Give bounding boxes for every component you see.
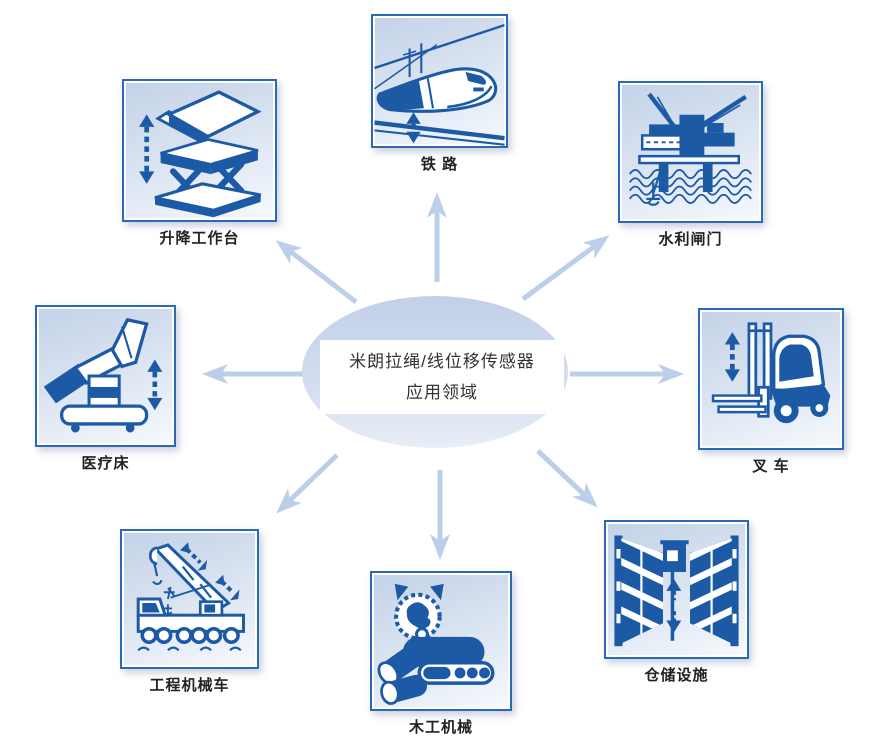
node-forklift: 叉 车 — [698, 308, 844, 476]
warehouse-image-box — [604, 520, 749, 659]
node-medical-bed: 医疗床 — [35, 305, 176, 473]
node-railway: 铁 路 — [371, 14, 508, 174]
woodworking-icon — [377, 583, 495, 705]
arrow-to-crane-truck — [276, 453, 339, 514]
center-title: 米朗拉绳/线位移传感器 应用领域 — [320, 340, 564, 414]
node-sluice-gate: 水利闸门 — [618, 81, 763, 249]
node-label-forklift: 叉 车 — [752, 458, 790, 475]
center-title-line2: 应用领域 — [406, 383, 478, 402]
woodworking-image-box — [370, 571, 512, 711]
center-title-line1: 米朗拉绳/线位移传感器 — [349, 352, 535, 371]
node-lift-platform: 升降工作台 — [122, 79, 277, 248]
node-label-crane-truck: 工程机械车 — [149, 677, 230, 694]
crane-truck-icon — [136, 542, 245, 652]
warehouse-icon — [614, 535, 739, 647]
node-label-medical-bed: 医疗床 — [81, 455, 130, 472]
node-label-woodworking: 木工机械 — [408, 719, 473, 736]
node-label-lift-platform: 升降工作台 — [159, 230, 240, 247]
train-icon — [374, 23, 505, 146]
medical-bed-icon — [43, 317, 163, 433]
lift-direction-arrow — [666, 578, 682, 633]
sluice-gate-image-box — [618, 81, 763, 223]
stroke-direction-arrow — [724, 332, 740, 382]
crane-truck-image-box — [120, 529, 259, 669]
forklift-image-box — [698, 308, 844, 450]
stroke-direction-arrow — [139, 114, 155, 184]
node-crane-truck: 工程机械车 — [120, 529, 259, 695]
node-label-railway: 铁 路 — [420, 156, 459, 173]
arrow-to-lift-platform — [275, 240, 358, 304]
node-label-sluice-gate: 水利闸门 — [658, 231, 723, 248]
feed-arrow — [394, 583, 444, 601]
scissor-lift-icon — [139, 90, 262, 218]
lift-platform-image-box — [122, 79, 277, 222]
node-woodworking: 木工机械 — [370, 571, 512, 737]
stroke-direction-arrow — [406, 112, 421, 144]
node-warehouse: 仓储设施 — [604, 520, 749, 685]
node-label-warehouse: 仓储设施 — [644, 667, 709, 684]
boom-extend-arrow — [215, 574, 240, 601]
boom-extend-arrow — [180, 542, 208, 571]
railway-image-box — [371, 14, 508, 148]
arrow-to-sluice-gate — [521, 235, 610, 302]
sluice-gate-icon — [629, 92, 752, 206]
arrow-to-warehouse — [536, 449, 598, 508]
stroke-direction-arrow — [147, 359, 163, 411]
medical-bed-image-box — [35, 305, 176, 447]
forklift-icon — [711, 322, 831, 424]
